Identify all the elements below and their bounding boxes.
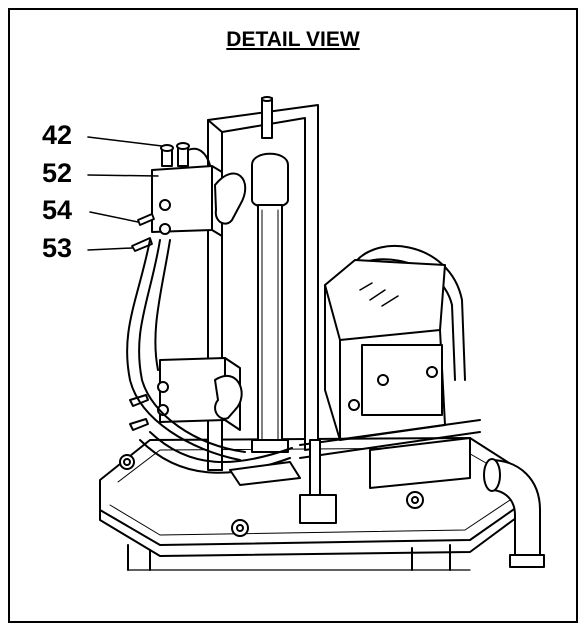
leader-lines	[87, 136, 163, 251]
outlet-elbow	[483, 458, 545, 568]
callout-54: 54	[42, 195, 73, 225]
lower-switch-bracket	[129, 357, 243, 431]
sight-tube	[251, 152, 289, 453]
tubes	[126, 239, 481, 486]
upper-switch-bracket	[151, 142, 247, 237]
callout-53: 53	[42, 233, 73, 263]
callout-42: 42	[42, 120, 73, 150]
callout-52: 52	[42, 158, 73, 188]
detail-view-title: DETAIL VIEW	[226, 28, 360, 51]
screws	[131, 213, 155, 252]
lower-housing	[127, 544, 471, 571]
filter-housing	[299, 437, 471, 524]
pump-block	[324, 259, 446, 441]
